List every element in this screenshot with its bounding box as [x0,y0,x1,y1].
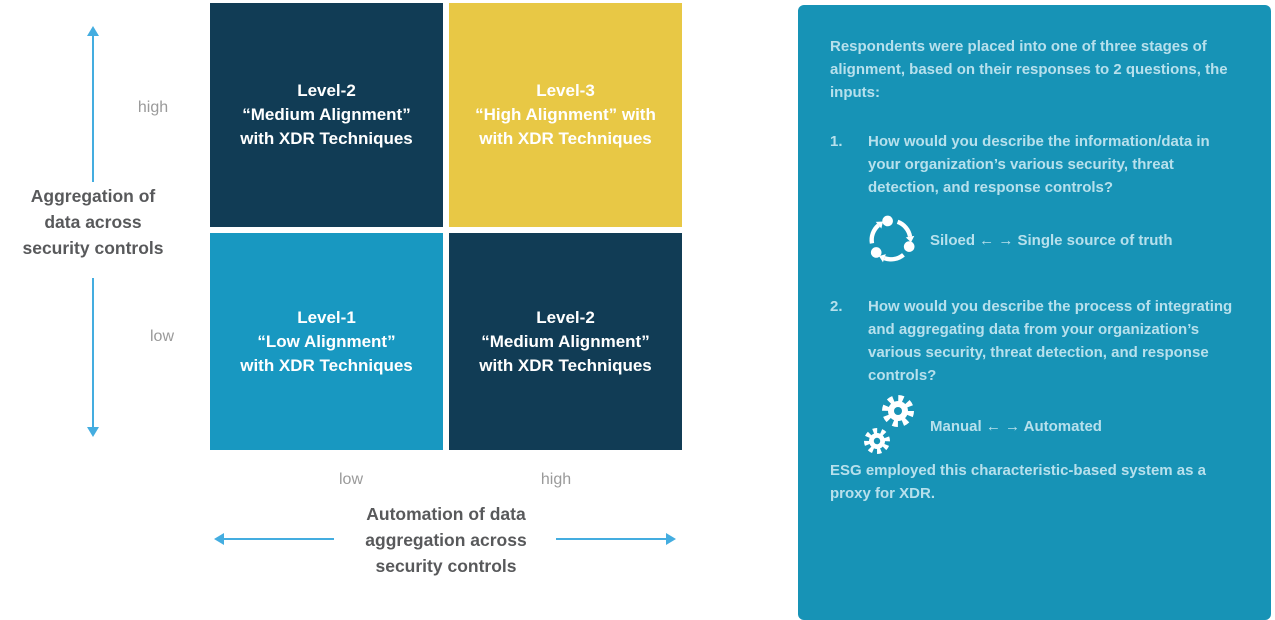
question-1-scale-row: Siloed ← → Single source of truth [862,211,1243,269]
question-2: 2. How would you describe the process of… [830,295,1243,387]
quadrant-top-left: Level-2 “Medium Alignment” with XDR Tech… [210,3,443,227]
methodology-panel: Respondents were placed into one of thre… [798,5,1271,620]
x-axis-arrowhead-right-icon [666,533,676,545]
question-1-text: How would you describe the information/d… [868,133,1210,196]
y-axis-arrowhead-up-icon [87,26,99,36]
y-axis-line-upper [92,35,94,182]
panel-intro: Respondents were placed into one of thre… [830,38,1228,101]
question-2-text: How would you describe the process of in… [868,298,1233,384]
alignment-quadrant-matrix: Level-2 “Medium Alignment” with XDR Tech… [210,3,682,450]
sync-cycle-icon [869,215,915,263]
y-axis-arrowhead-down-icon [87,427,99,437]
x-axis-line-right [556,538,666,540]
y-axis-line-lower [92,278,94,428]
question-2-scale-row: Manual ← → Automated [862,393,1243,459]
x-axis-high-label: high [540,471,572,488]
x-axis-arrowhead-left-icon [214,533,224,545]
question-2-number: 2. [830,298,843,315]
gears-icon [864,395,914,454]
x-axis-low-label: low [338,471,363,488]
y-axis-high-label: high [137,99,169,116]
question-1-scale: Siloed ← → Single source of truth [930,231,1173,249]
panel-footer: ESG employed this characteristic-based s… [830,462,1207,502]
y-axis-title: Aggregation of data across security cont… [22,186,164,258]
question-1-number: 1. [830,133,843,150]
x-axis-line-left [224,538,334,540]
question-2-scale: Manual ← → Automated [930,417,1102,435]
quadrant-bottom-left: Level-1 “Low Alignment” with XDR Techniq… [210,233,443,450]
quadrant-bottom-right: Level-2 “Medium Alignment” with XDR Tech… [449,233,682,450]
question-1: 1. How would you describe the informatio… [830,130,1243,199]
quadrant-top-right: Level-3 “High Alignment” with with XDR T… [449,3,682,227]
y-axis-low-label: low [149,328,174,345]
x-axis-title: Automation of data aggregation across se… [365,504,527,576]
